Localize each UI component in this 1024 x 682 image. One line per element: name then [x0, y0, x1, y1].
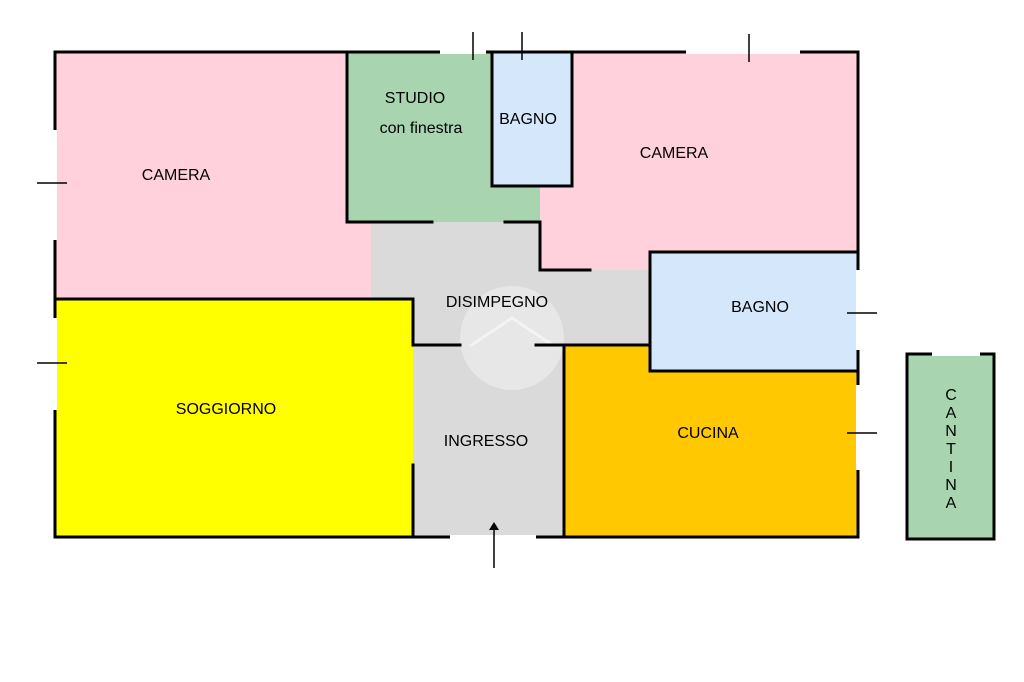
soggiorno-room [55, 299, 413, 537]
cucina-room [564, 345, 858, 537]
cantina-letter: T [946, 441, 956, 458]
label-cantina: C A N T I N A [945, 387, 957, 512]
cantina-letter: A [946, 405, 957, 422]
window-ticks [37, 32, 877, 434]
camera-left-room [55, 52, 371, 299]
label-ingresso: INGRESSO [444, 433, 528, 450]
bagno-right-room [650, 252, 858, 371]
bagno-top-room [492, 52, 572, 186]
label-studio-line2: con finestra [380, 120, 463, 137]
watermark-circle [460, 286, 564, 390]
label-studio-line1: STUDIO [385, 90, 445, 107]
label-cucina: CUCINA [677, 425, 739, 442]
camera-right-room [540, 52, 858, 270]
entrance-arrow-head-icon [489, 522, 499, 530]
cantina-letter: I [949, 459, 953, 476]
cantina-room [907, 354, 994, 539]
label-camera-left: CAMERA [142, 167, 211, 184]
label-soggiorno: SOGGIORNO [176, 401, 276, 418]
disimpegno-room [371, 222, 650, 537]
watermark-house-icon [469, 316, 555, 348]
label-camera-right: CAMERA [640, 145, 709, 162]
cantina-letter: A [946, 495, 957, 512]
interior-walls [53, 50, 860, 539]
label-bagno-top: BAGNO [499, 111, 557, 128]
label-bagno-right: BAGNO [731, 299, 789, 316]
cantina-letter: N [945, 477, 957, 494]
cantina-letter: N [945, 423, 957, 440]
cantina-letter: C [945, 387, 957, 404]
window-openings [53, 50, 980, 539]
label-disimpegno: DISIMPEGNO [446, 294, 548, 311]
